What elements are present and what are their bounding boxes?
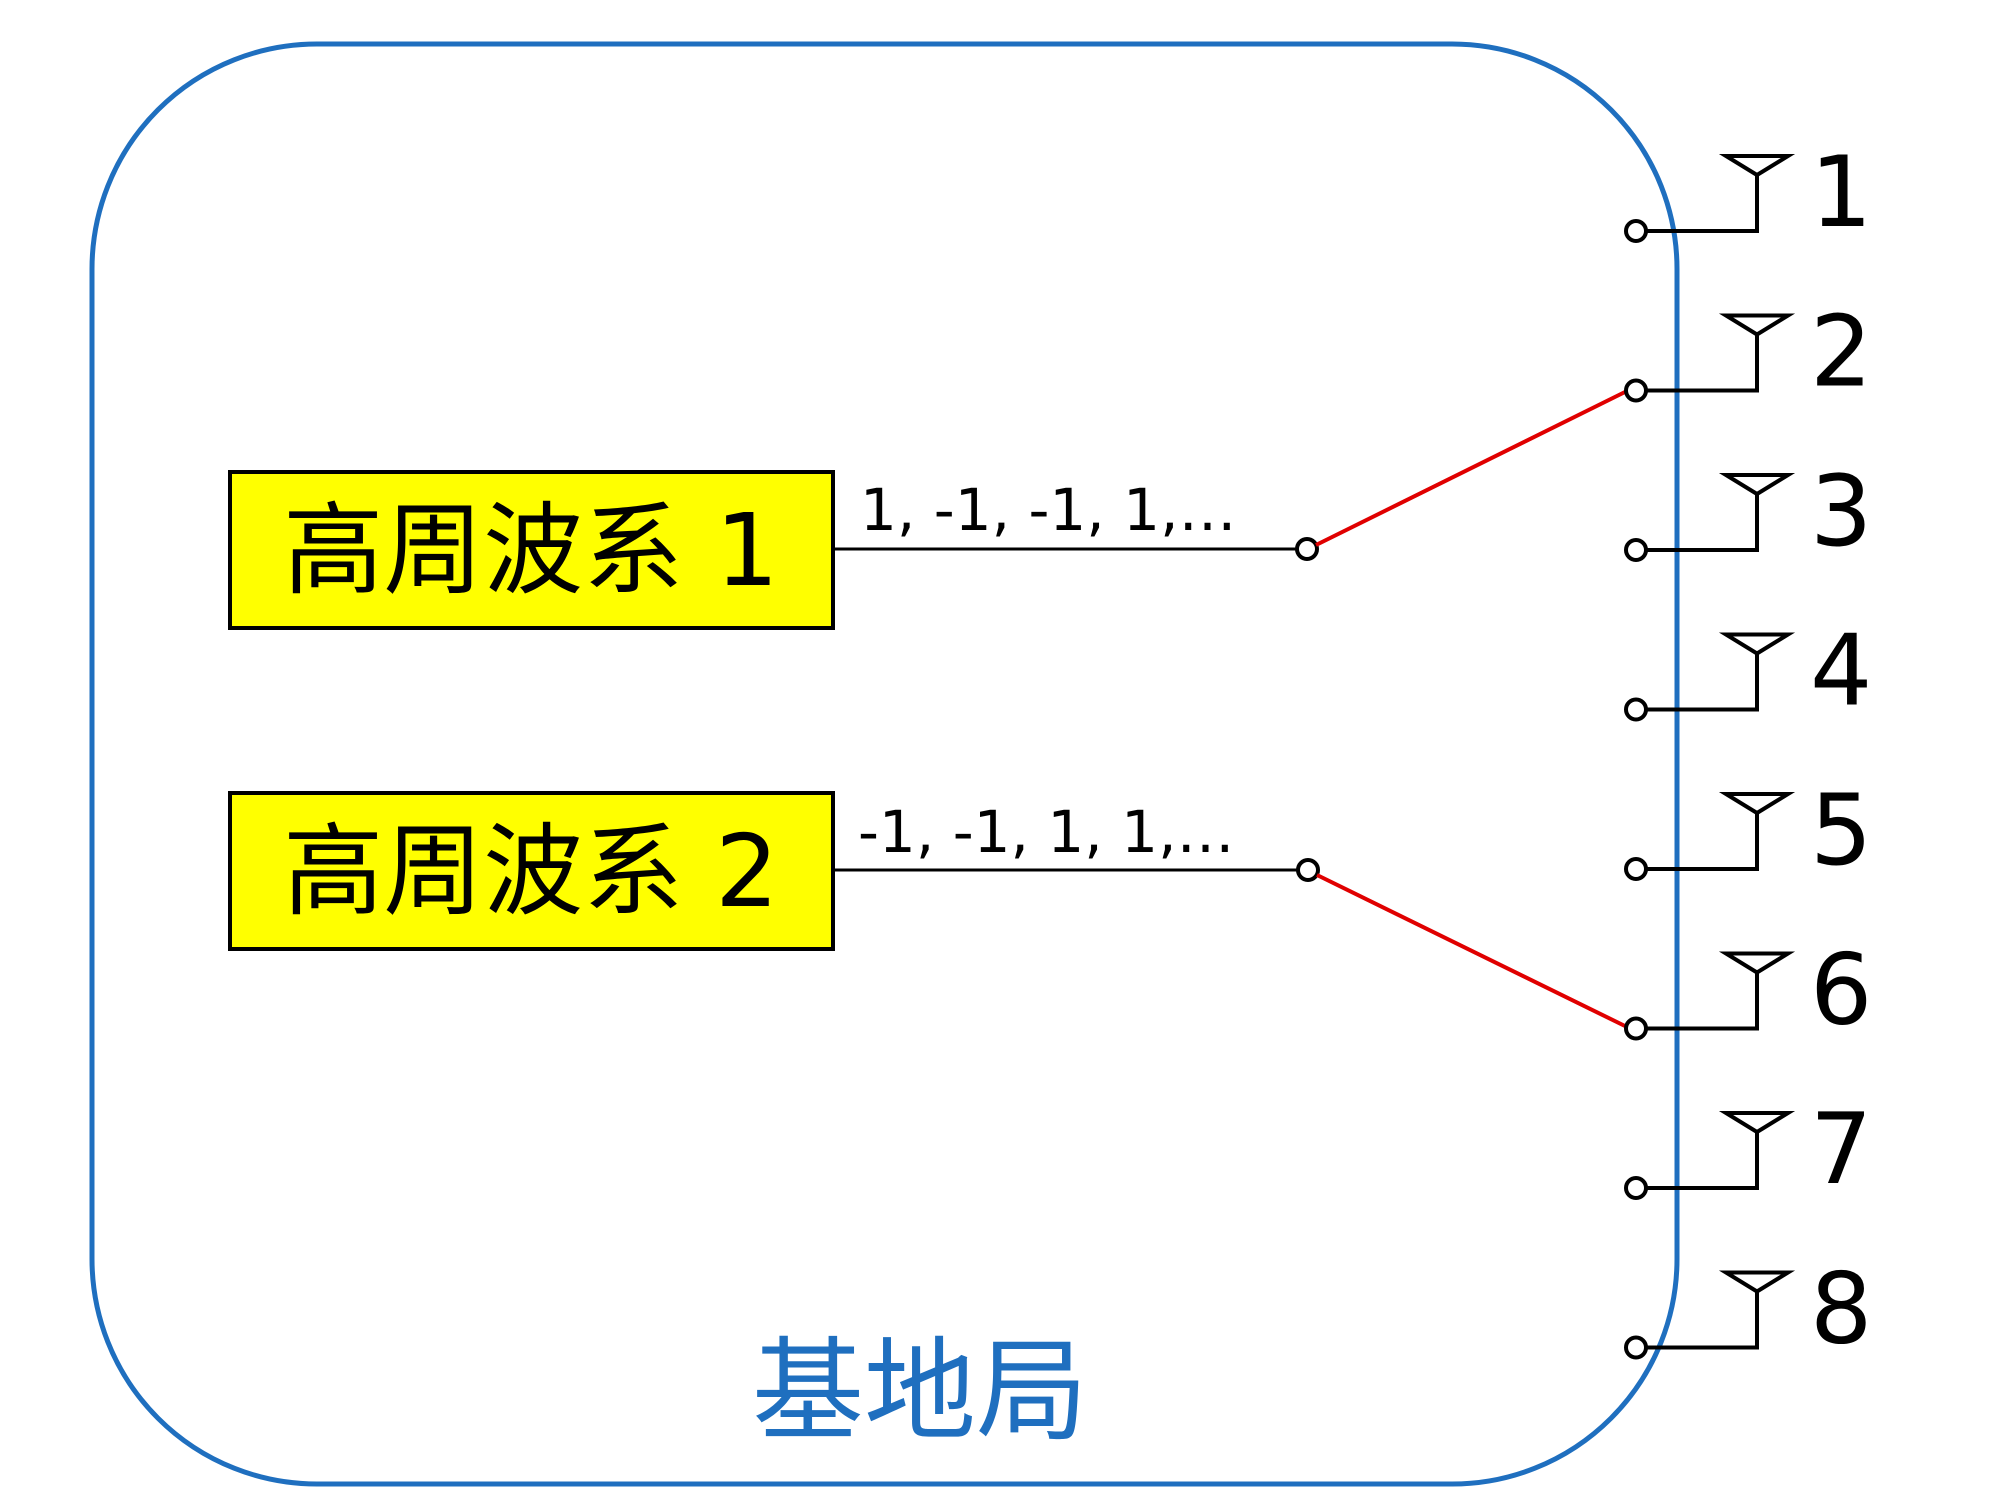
rf-system-2-label: 高周波系 2 xyxy=(283,813,778,930)
antenna-feed-line xyxy=(1646,492,1759,552)
antenna-array: 1 2 3 4 5 6 7 8 xyxy=(1624,136,1872,1367)
antenna-icon xyxy=(1718,632,1796,656)
rf-system-1-switch-node xyxy=(1295,537,1319,561)
antenna-port-5: 5 xyxy=(1624,774,1872,888)
antenna-port-node xyxy=(1624,857,1648,881)
rf-system-1-switch-line xyxy=(1315,389,1628,547)
antenna-feed-line xyxy=(1646,1289,1759,1350)
antenna-port-7: 7 xyxy=(1624,1093,1872,1207)
rf-system-2-box xyxy=(228,791,835,951)
antenna-feed-line xyxy=(1646,173,1759,233)
rf-system-1-label: 高周波系 1 xyxy=(283,492,778,609)
antenna-port-node xyxy=(1624,1335,1648,1360)
antenna-port-4: 4 xyxy=(1624,615,1872,729)
antenna-label: 6 xyxy=(1810,934,1872,1048)
antenna-label: 2 xyxy=(1810,296,1872,410)
antenna-icon xyxy=(1718,154,1796,178)
antenna-label: 1 xyxy=(1810,136,1872,250)
antenna-port-node xyxy=(1624,697,1648,722)
antenna-port-1: 1 xyxy=(1624,136,1872,250)
antenna-port-2: 2 xyxy=(1624,296,1872,410)
rf-system-1-sequence: 1, -1, -1, 1,… xyxy=(860,476,1237,544)
antenna-port-8: 8 xyxy=(1624,1253,1872,1367)
antenna-feed-line xyxy=(1646,651,1759,712)
antenna-label: 5 xyxy=(1810,774,1872,888)
rf-system-2: 高周波系 2 -1, -1, 1, 1,… xyxy=(228,791,1628,1029)
antenna-feed-line xyxy=(1646,1130,1759,1190)
rf-system-1: 高周波系 1 1, -1, -1, 1,… xyxy=(228,389,1628,630)
antenna-icon xyxy=(1718,1111,1796,1135)
antenna-port-node xyxy=(1624,378,1648,403)
base-station-outline xyxy=(89,41,1680,1487)
antenna-port-node xyxy=(1624,1016,1648,1041)
antenna-label: 4 xyxy=(1810,615,1872,729)
rf-system-2-switch-line xyxy=(1316,873,1628,1029)
antenna-icon xyxy=(1718,473,1796,497)
antenna-icon xyxy=(1718,792,1796,816)
antenna-port-node xyxy=(1624,1176,1648,1200)
antenna-port-node xyxy=(1624,538,1648,562)
antenna-icon xyxy=(1718,951,1796,975)
antenna-icon xyxy=(1718,313,1796,337)
antenna-port-6: 6 xyxy=(1624,934,1872,1048)
antenna-label: 8 xyxy=(1810,1253,1872,1367)
antenna-icon xyxy=(1718,1270,1796,1294)
rf-system-2-sequence: -1, -1, 1, 1,… xyxy=(858,798,1235,866)
antenna-label: 3 xyxy=(1810,455,1872,569)
rf-system-2-switch-node xyxy=(1296,858,1320,882)
rf-system-1-box xyxy=(228,470,835,630)
base-station-label: 基地局 xyxy=(752,1327,1088,1457)
antenna-feed-line xyxy=(1646,970,1759,1031)
antenna-feed-line xyxy=(1646,332,1759,393)
antenna-port-3: 3 xyxy=(1624,455,1872,569)
antenna-label: 7 xyxy=(1810,1093,1872,1207)
antenna-port-node xyxy=(1624,219,1648,243)
antenna-feed-line xyxy=(1646,811,1759,871)
